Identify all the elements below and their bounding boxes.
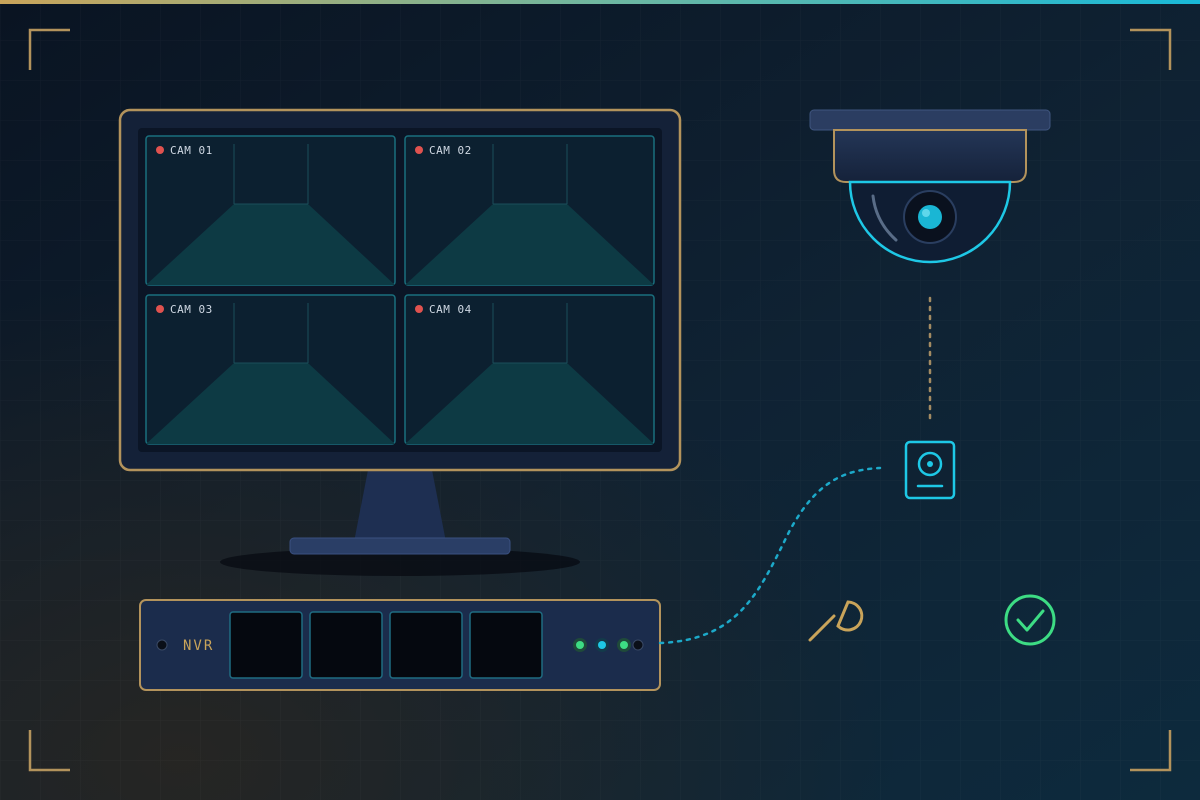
nvr-drive-bay-3[interactable] — [389, 611, 463, 679]
corner-brackets — [28, 28, 1172, 772]
feed-label: CAM 04 — [429, 303, 472, 316]
nvr-label: NVR — [183, 638, 214, 654]
nvr-led-green-2-core — [620, 641, 628, 649]
nvr-led-green-1-core — [576, 641, 584, 649]
recording-dot — [156, 305, 164, 313]
camera-housing — [833, 129, 1027, 183]
corner-bracket-bottom-right — [1130, 730, 1172, 772]
camera-feed-4[interactable]: CAM 04 — [404, 294, 655, 445]
top-accent-bar — [0, 0, 1200, 4]
feed-label: CAM 03 — [170, 303, 213, 316]
corner-bracket-bottom-left — [28, 730, 70, 772]
hard-drive-icon[interactable] — [904, 440, 956, 500]
monitor-shadow — [220, 548, 580, 576]
nvr-drive-bay-2[interactable] — [309, 611, 383, 679]
corner-bracket-top-right — [1130, 28, 1172, 70]
camera-mount-plate — [809, 109, 1051, 131]
feed-label: CAM 01 — [170, 144, 213, 157]
wrench-icon[interactable] — [808, 600, 864, 642]
monitor-stand-neck — [354, 470, 446, 542]
corner-bracket-top-left — [28, 28, 70, 70]
nvr-screw-right — [632, 639, 644, 651]
check-circle-icon — [1004, 594, 1056, 646]
camera-lens — [918, 205, 942, 229]
nvr-drive-bay-1[interactable] — [229, 611, 303, 679]
camera-feed-1[interactable]: CAM 01 — [145, 135, 396, 286]
nvr-led-cyan-core — [598, 641, 606, 649]
camera-dome-glare — [871, 194, 898, 242]
recording-dot — [156, 146, 164, 154]
nvr-screw-left — [156, 639, 168, 651]
nvr-recorder: NVR — [139, 599, 661, 691]
recording-dot — [415, 146, 423, 154]
feed-label: CAM 02 — [429, 144, 472, 157]
monitor: CAM 01 CAM 02 CAM 03 CAM 0 — [118, 108, 682, 576]
camera-feed-3[interactable]: CAM 03 — [145, 294, 396, 445]
camera-feed-2[interactable]: CAM 02 — [404, 135, 655, 286]
recording-dot — [415, 305, 423, 313]
connection-nvr-to-storage — [658, 466, 882, 645]
dome-camera-icon — [809, 109, 1051, 264]
monitor-stand-base — [289, 537, 511, 555]
camera-lens-highlight — [922, 209, 930, 217]
nvr-drive-bay-4[interactable] — [469, 611, 543, 679]
